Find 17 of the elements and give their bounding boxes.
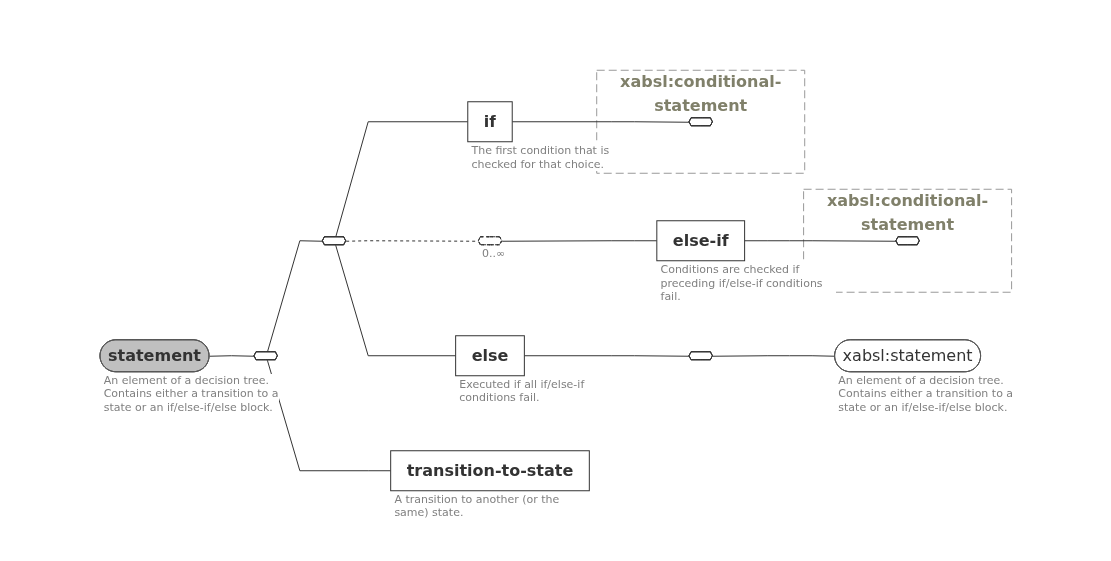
node-box: else [454, 335, 525, 377]
connector [345, 240, 480, 242]
connector [712, 355, 836, 357]
connector [511, 121, 690, 123]
description-text: An element of a decision tree. Contains either a transition to a state or an if/else-if/else block. [103, 373, 279, 415]
connector [523, 355, 690, 357]
node-box: else-if [656, 220, 745, 262]
connector [266, 359, 391, 472]
description-text: An element of a decision tree. Contains either a transition to a state or an if/else-if/else block. [838, 373, 1014, 415]
node-box: if [466, 101, 513, 143]
connector [334, 244, 456, 357]
connector [334, 121, 468, 238]
connector [266, 240, 324, 353]
connector [743, 240, 897, 242]
connector [501, 240, 657, 242]
connector [208, 355, 255, 357]
node-box: transition-to-state [389, 450, 590, 492]
